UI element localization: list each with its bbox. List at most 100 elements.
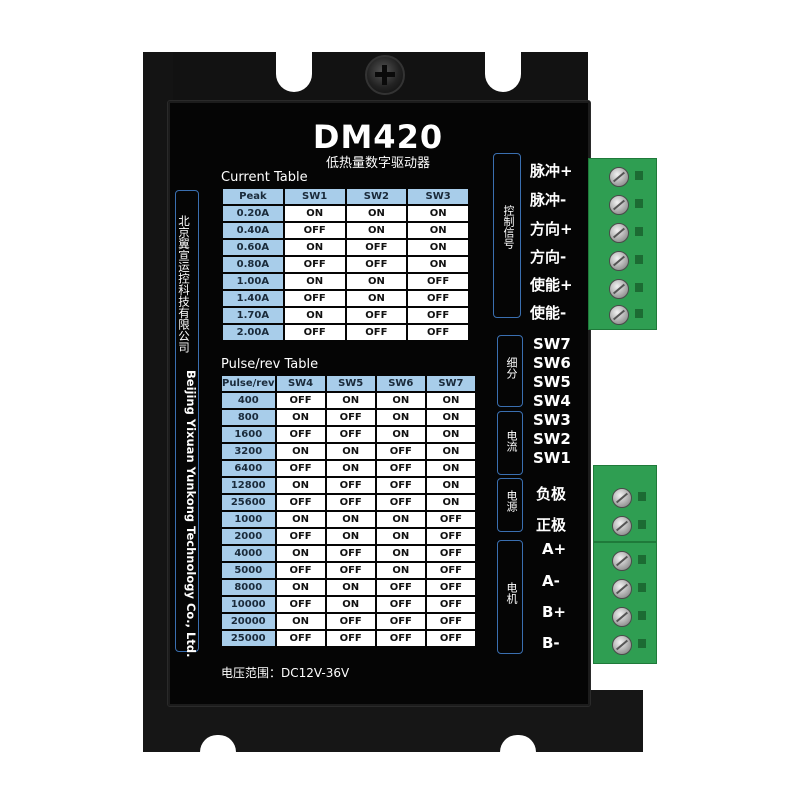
terminal-screw-icon[interactable] — [612, 516, 632, 536]
terminal-screw-icon[interactable] — [612, 551, 632, 571]
pulse-table-row-label: 2000 — [222, 529, 275, 544]
terminal-wire-slot — [635, 283, 643, 292]
current-frame — [497, 411, 523, 475]
motor-b-minus-label: B- — [542, 634, 560, 652]
pulse-table-cell: ON — [276, 546, 325, 561]
pulse-table-cell: ON — [426, 461, 475, 476]
signal-terminal-block[interactable] — [588, 158, 657, 330]
current-table-cell: ON — [408, 257, 468, 272]
sw5-label: SW5 — [533, 373, 571, 391]
power-terminal-block[interactable] — [593, 465, 657, 542]
pulse-table-cell: ON — [376, 563, 425, 578]
pulse-table-cell: ON — [326, 597, 375, 612]
pulse-table-cell: OFF — [276, 461, 325, 476]
terminal-screw-icon[interactable] — [609, 223, 629, 243]
current-table-row-label: 1.40A — [223, 291, 283, 306]
pulse-table-title: Pulse/rev Table — [221, 357, 319, 372]
mounting-slot-left — [276, 52, 312, 92]
pulse-table-cell: ON — [426, 427, 475, 442]
enable-plus-label: 使能+ — [530, 276, 573, 294]
pulse-table-cell: OFF — [326, 614, 375, 629]
pulse-table-cell: OFF — [376, 478, 425, 493]
terminal-wire-slot — [635, 171, 643, 180]
current-table-header-3: SW3 — [408, 189, 468, 204]
pulse-table-cell: OFF — [376, 495, 425, 510]
terminal-screw-icon[interactable] — [612, 488, 632, 508]
pulse-table-cell: OFF — [326, 410, 375, 425]
pulse-table-cell: OFF — [276, 427, 325, 442]
pulse-table-cell: ON — [426, 410, 475, 425]
terminal-screw-icon[interactable] — [609, 279, 629, 299]
terminal-wire-slot — [635, 199, 643, 208]
pulse-table-row-label: 1600 — [222, 427, 275, 442]
current-table-header-0: Peak — [223, 189, 283, 204]
motor-label: 电机 — [505, 582, 518, 604]
pulse-minus-label: 脉冲- — [530, 191, 567, 209]
foot-slot-left — [200, 735, 236, 752]
pulse-table-row-label: 400 — [222, 393, 275, 408]
pulse-table-cell: OFF — [426, 580, 475, 595]
current-table-cell: OFF — [346, 240, 407, 255]
terminal-screw-icon[interactable] — [612, 607, 632, 627]
pulse-table-cell: ON — [426, 495, 475, 510]
pulse-table-row-label: 8000 — [222, 580, 275, 595]
pulse-table-row-label: 10000 — [222, 597, 275, 612]
pulse-table-cell: OFF — [276, 597, 325, 612]
pulse-table-cell: OFF — [376, 597, 425, 612]
motor-a-minus-label: A- — [542, 572, 560, 590]
current-table-cell: ON — [346, 206, 407, 221]
current-table-cell: ON — [408, 206, 468, 221]
pulse-table-cell: OFF — [426, 631, 475, 646]
current-table-row-label: 0.40A — [223, 223, 283, 238]
pulse-plus-label: 脉冲+ — [530, 162, 573, 180]
current-table-cell: ON — [284, 308, 345, 323]
microstep-frame — [497, 335, 523, 407]
sw2-label: SW2 — [533, 430, 571, 448]
pulse-table-header-1: SW4 — [276, 376, 325, 391]
pulse-table-cell: ON — [326, 580, 375, 595]
motor-frame — [497, 540, 523, 654]
terminal-screw-icon[interactable] — [609, 305, 629, 325]
current-table-cell: OFF — [284, 223, 345, 238]
sw6-label: SW6 — [533, 354, 571, 372]
terminal-screw-icon[interactable] — [612, 635, 632, 655]
pulse-table-row-label: 3200 — [222, 444, 275, 459]
current-table-row-label: 1.70A — [223, 308, 283, 323]
motor-terminal-block[interactable] — [593, 542, 657, 664]
pulse-table-cell: OFF — [426, 546, 475, 561]
terminal-screw-icon[interactable] — [609, 167, 629, 187]
pulse-table-cell: OFF — [276, 529, 325, 544]
model-subtitle: 低热量数字驱动器 — [325, 156, 430, 171]
terminal-screw-icon[interactable] — [612, 579, 632, 599]
pulse-table-row-label: 12800 — [222, 478, 275, 493]
current-table-cell: OFF — [408, 308, 468, 323]
current-table-cell: ON — [284, 274, 345, 289]
sw7-label: SW7 — [533, 335, 571, 353]
current-table-row-label: 0.20A — [223, 206, 283, 221]
pulse-table-cell: OFF — [276, 563, 325, 578]
terminal-screw-icon[interactable] — [609, 195, 629, 215]
terminal-wire-slot — [638, 492, 646, 501]
pulse-table-cell: OFF — [326, 631, 375, 646]
power-label: 电源 — [505, 490, 518, 512]
pulse-table-cell: ON — [276, 444, 325, 459]
foot-slot-right — [500, 735, 536, 752]
terminal-wire-slot — [638, 611, 646, 620]
sw4-label: SW4 — [533, 392, 571, 410]
control-signal-label: 控制信号 — [502, 205, 515, 249]
current-table-cell: ON — [408, 223, 468, 238]
mounting-slot-right — [485, 52, 521, 92]
terminal-screw-icon[interactable] — [609, 251, 629, 271]
pulse-table-cell: OFF — [376, 461, 425, 476]
pulse-table-cell: ON — [376, 512, 425, 527]
pulse-table-cell: OFF — [376, 631, 425, 646]
